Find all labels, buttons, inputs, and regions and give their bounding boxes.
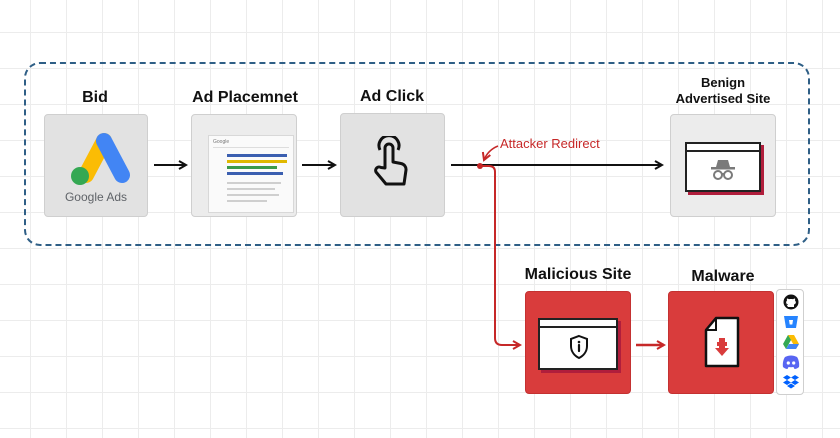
- benign-site-card: [670, 114, 776, 217]
- discord-icon: [782, 355, 800, 369]
- ad-placement-label: Ad Placemnet: [192, 89, 298, 106]
- malicious-site-card: [525, 291, 631, 394]
- malware-label: Malware: [691, 268, 755, 285]
- file-download-icon: [704, 316, 740, 368]
- arrow-redirect-to-malicious: [477, 163, 520, 345]
- bid-label: Bid: [82, 89, 108, 106]
- tap-hand-icon: [374, 136, 408, 186]
- ad-placement-card: Google: [191, 114, 297, 217]
- google-ads-text: Google Ads: [64, 190, 128, 204]
- ad-click-card: [340, 113, 445, 217]
- benign-browser-window: [685, 142, 761, 192]
- benign-site-label: Benign Advertised Site: [675, 75, 771, 106]
- google-drive-icon: [783, 335, 799, 349]
- ad-flow-group: [24, 62, 810, 246]
- hosting-services-panel: [776, 289, 804, 395]
- ad-click-label: Ad Click: [359, 88, 424, 105]
- shield-alert-icon: [570, 334, 588, 360]
- attacker-redirect-annotation: Attacker Redirect: [500, 136, 600, 151]
- incognito-spy-icon: [711, 160, 735, 180]
- dropbox-icon: [783, 375, 799, 389]
- mini-google-text: Google: [213, 139, 230, 145]
- bitbucket-icon: [784, 316, 798, 328]
- malicious-browser-window: [538, 318, 618, 370]
- bid-card: Google Ads: [44, 114, 148, 217]
- malicious-site-label: Malicious Site: [524, 266, 632, 283]
- github-icon: [783, 294, 799, 310]
- malware-card: [668, 291, 774, 394]
- annotation-pointer: [484, 145, 499, 160]
- google-ads-logo-icon: [71, 133, 130, 185]
- search-page-thumbnail: Google: [208, 135, 294, 213]
